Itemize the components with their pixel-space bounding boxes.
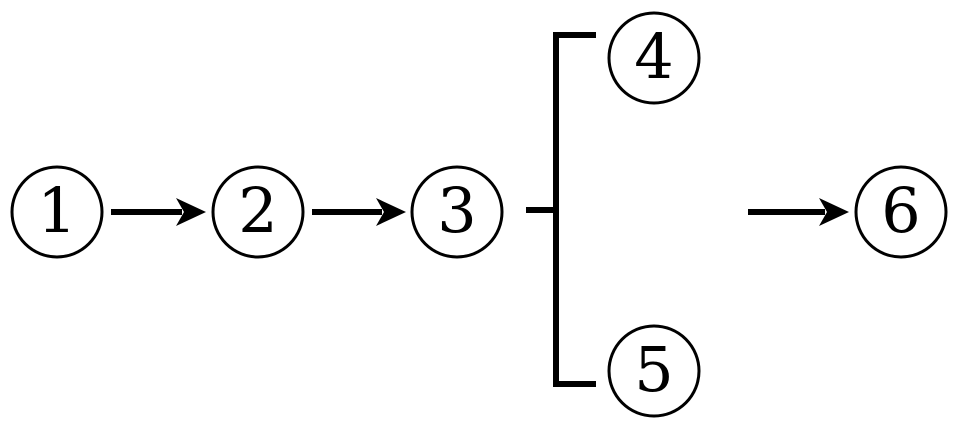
arrow-2-to-3	[312, 198, 406, 226]
arrow-to-6	[748, 198, 849, 226]
node-6-circle	[854, 165, 948, 259]
node-2-circle	[211, 165, 305, 259]
node-4-circle	[607, 11, 701, 105]
node-1-circle	[10, 165, 104, 259]
split-bracket	[526, 32, 596, 387]
arrow-1-to-2-head	[176, 198, 206, 226]
arrow-to-6-head	[819, 198, 849, 226]
node-4-label: 4	[634, 20, 673, 93]
node-2: 2	[211, 165, 305, 259]
node-5-circle	[607, 324, 701, 418]
arrow-1-to-2	[111, 198, 206, 226]
node-6-label: 6	[881, 174, 920, 247]
node-1: 1	[10, 165, 104, 259]
node-5-label: 5	[634, 333, 673, 406]
node-1-label: 1	[37, 174, 76, 247]
node-4: 4	[607, 11, 701, 105]
node-3-circle	[410, 165, 504, 259]
node-2-label: 2	[238, 174, 277, 247]
node-6: 6	[854, 165, 948, 259]
node-3-label: 3	[437, 174, 476, 247]
node-3: 3	[410, 165, 504, 259]
arrow-2-to-3-head	[376, 198, 406, 226]
node-5: 5	[607, 324, 701, 418]
